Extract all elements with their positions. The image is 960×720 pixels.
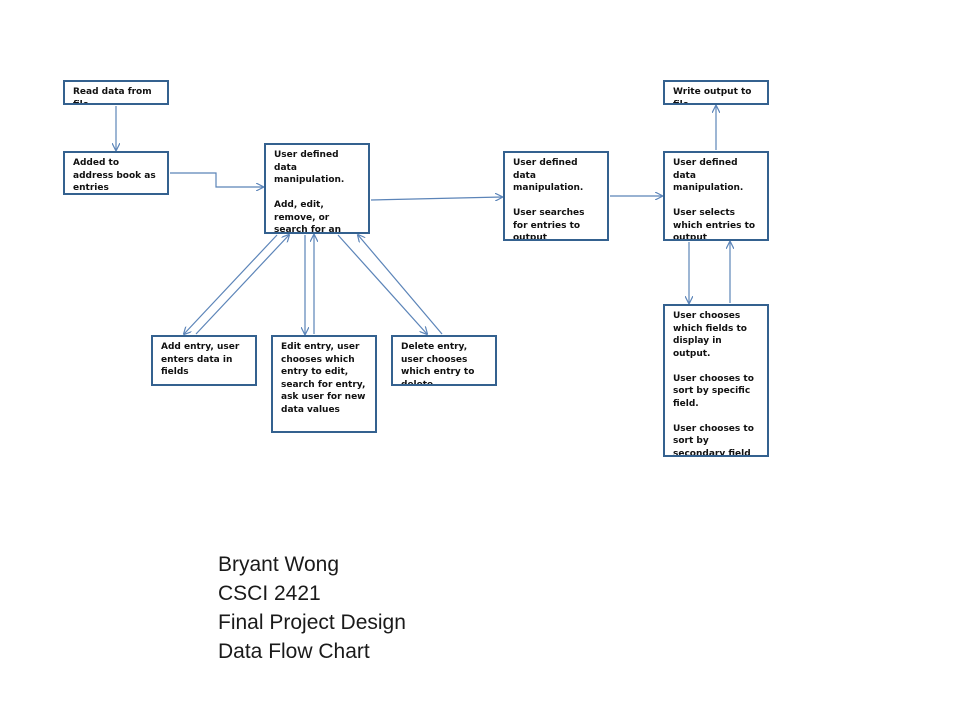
node-text: Read data from file	[73, 87, 152, 105]
arrow-udm-main-to-udm-search	[370, 197, 502, 200]
node-text: User searches for entries to output	[513, 208, 585, 241]
node-write-output-to-file: Write output to file	[663, 80, 769, 105]
node-text: User defined data manipulation.	[274, 150, 345, 185]
arrow-udm-main-to-delete	[337, 234, 427, 334]
arrow-udm-main-to-add	[184, 234, 278, 334]
caption-project: Final Project Design	[218, 611, 406, 634]
node-choose-fields-and-sort: User chooses which fields to display in …	[663, 304, 769, 457]
node-edit-entry: Edit entry, user chooses which entry to …	[271, 335, 377, 433]
node-read-data-from-file: Read data from file	[63, 80, 169, 105]
node-added-to-address-book: Added to address book as entries	[63, 151, 169, 195]
node-text: Add entry, user enters data in fields	[161, 342, 240, 377]
node-text: User defined data manipulation.	[673, 158, 744, 193]
node-text: User chooses to sort by secondary field	[673, 423, 754, 457]
node-user-defined-manipulation-select: User defined data manipulation. User sel…	[663, 151, 769, 241]
arrow-delete-to-udm-main	[358, 235, 443, 335]
caption-block: Bryant Wong CSCI 2421 Final Project Desi…	[218, 550, 406, 666]
arrow-added-to-udm-main	[170, 172, 263, 187]
arrow-add-to-udm-main	[195, 235, 289, 335]
caption-title: Data Flow Chart	[218, 640, 370, 663]
node-user-defined-manipulation-search: User defined data manipulation. User sea…	[503, 151, 609, 241]
node-text: User chooses to sort by specific field.	[673, 373, 754, 409]
node-text: Edit entry, user chooses which entry to …	[281, 342, 366, 415]
node-text: User defined data manipulation.	[513, 158, 584, 193]
node-text: Added to address book as entries	[73, 158, 156, 193]
node-text: Delete entry, user chooses which entry t…	[401, 342, 475, 386]
caption-author: Bryant Wong	[218, 553, 340, 576]
node-user-defined-manipulation-main: User defined data manipulation. Add, edi…	[264, 143, 370, 234]
node-text: Add, edit, remove, or search for an entr…	[274, 200, 341, 234]
node-add-entry: Add entry, user enters data in fields	[151, 335, 257, 386]
node-delete-entry: Delete entry, user chooses which entry t…	[391, 335, 497, 386]
node-text: Write output to file	[673, 87, 752, 105]
node-text: User selects which entries to output	[673, 208, 756, 241]
node-text: User chooses which fields to display in …	[673, 311, 747, 359]
caption-course: CSCI 2421	[218, 582, 321, 605]
